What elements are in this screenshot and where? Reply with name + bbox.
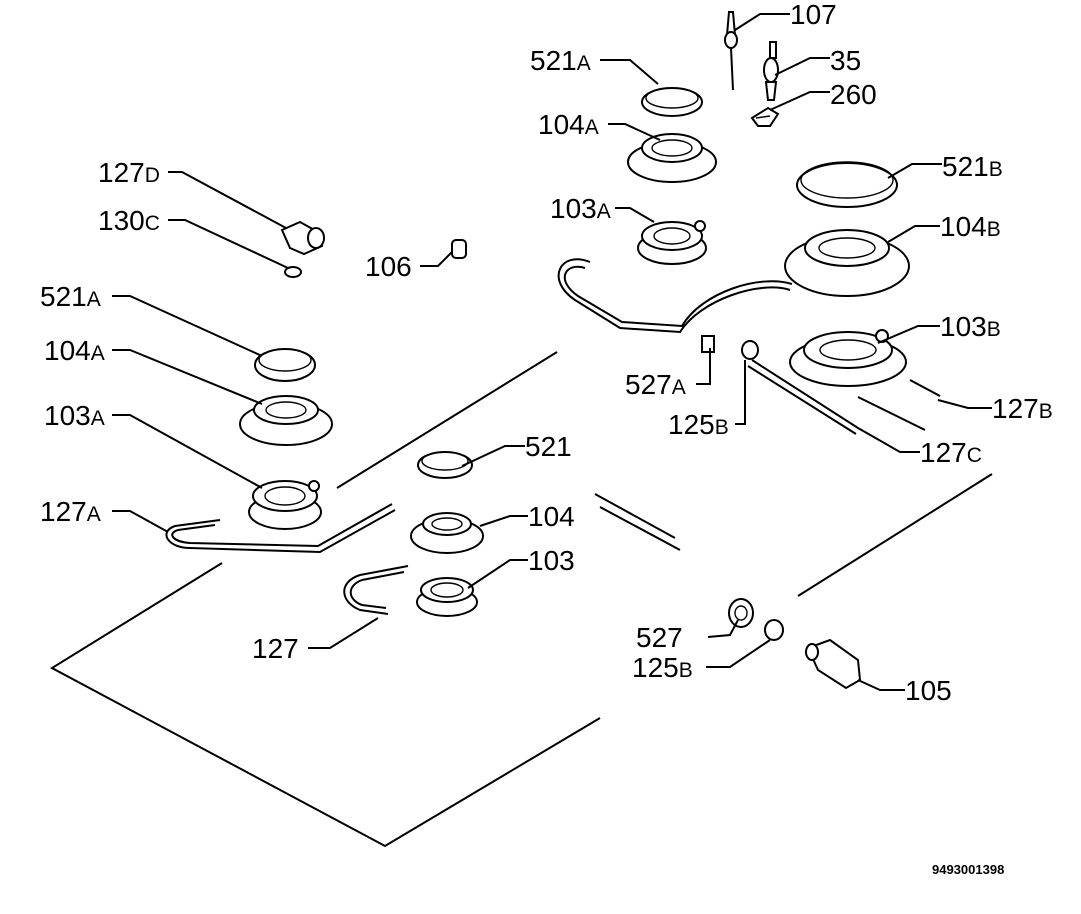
callout-labels: 107 521A 35 260 104A 521B 127D 130C 103A… (40, 0, 1053, 706)
gas-pipe-127 (343, 565, 409, 615)
callout-label: 104 (528, 501, 575, 532)
burner-base-103a-left (248, 480, 322, 530)
burner-cap-521 (417, 451, 473, 479)
callout-label: 107 (790, 0, 837, 30)
burner-base-103a-top (637, 220, 707, 265)
callout-label: 127A (40, 496, 101, 527)
nozzle-106 (451, 239, 467, 259)
callout-label: 521A (530, 45, 591, 76)
burner-crown-104 (410, 512, 484, 554)
callout-label: 127D (98, 157, 160, 188)
callout-label: 527A (625, 369, 686, 400)
callout-label: 260 (830, 79, 877, 110)
burner-base-103b (789, 329, 907, 387)
callout-label: 106 (365, 251, 412, 282)
valve-105 (805, 638, 862, 690)
callout-label: 103A (44, 400, 105, 431)
callout-label: 130C (98, 205, 160, 236)
nut-527a (701, 335, 715, 353)
document-number: 9493001398 (932, 862, 1004, 877)
callout-label: 35 (830, 45, 861, 76)
burner-cap-521b (796, 161, 898, 208)
callout-label: 521B (942, 151, 1003, 182)
callout-label: 103B (940, 311, 1001, 342)
callout-label: 103 (528, 545, 575, 576)
thermocouple-107 (724, 11, 738, 91)
callout-label: 127C (920, 437, 982, 468)
leader-lines (112, 13, 992, 691)
callout-label: 127B (992, 393, 1053, 424)
clip-260 (750, 106, 780, 127)
callout-label: 125B (632, 652, 693, 683)
callout-label: 104A (538, 109, 599, 140)
burner-crown-104a-left (239, 395, 333, 446)
callout-label: 125B (668, 409, 729, 440)
burner-crown-104b (784, 229, 910, 297)
burner-cap-521a-top (641, 87, 703, 117)
gas-pipe-127c (557, 258, 859, 435)
small-parts-127d-130c (280, 220, 325, 278)
callout-label: 104A (44, 335, 105, 366)
injector-125b-upper (741, 340, 759, 360)
nut-527 (728, 598, 754, 628)
callout-label: 527 (636, 622, 683, 653)
burner-base-103 (416, 577, 478, 617)
electrode-35 (763, 41, 779, 101)
callout-label: 103A (550, 193, 611, 224)
injector-125b-lower (764, 619, 784, 641)
gas-pipe-127a (165, 503, 396, 554)
callout-label: 104B (940, 211, 1001, 242)
callout-label: 521 (525, 431, 572, 462)
burner-crown-104a-top (627, 133, 717, 183)
burner-cap-521a-left (254, 348, 316, 382)
hob-outline (49, 351, 993, 848)
callout-label: 127 (252, 633, 299, 664)
callout-label: 105 (905, 675, 952, 706)
callout-label: 521A (40, 281, 101, 312)
